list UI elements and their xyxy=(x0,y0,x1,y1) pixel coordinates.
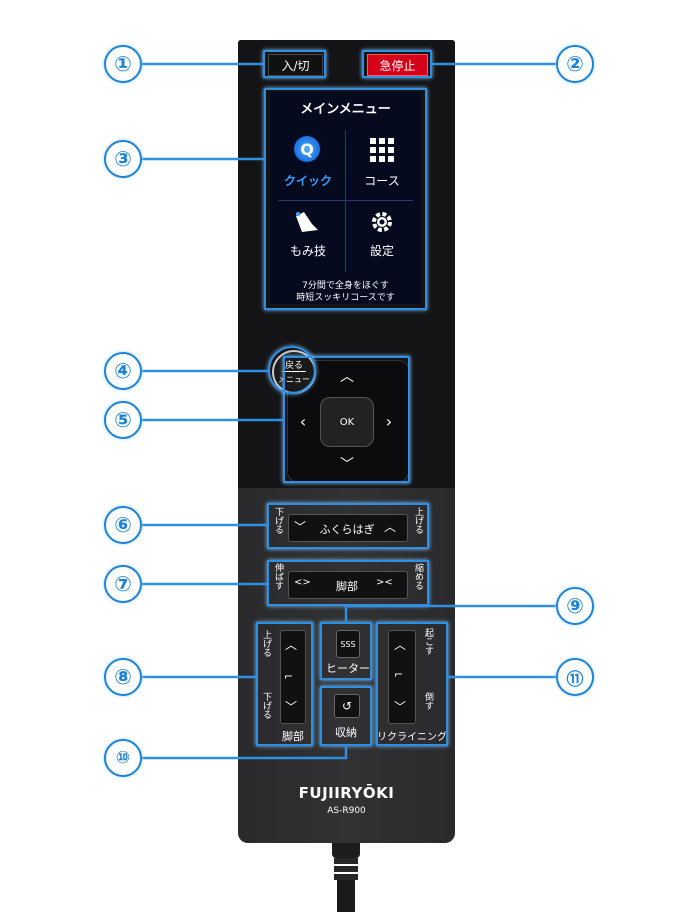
lcd-screen: メインメニュー Q クイック コース もみ技 設定 7分間で全身をほぐす 時短ス… xyxy=(270,92,421,304)
callout-box-5 xyxy=(283,356,410,483)
callout-box-1 xyxy=(263,50,326,78)
storage-label: 収納 xyxy=(335,726,357,739)
leg-label: 脚部 xyxy=(336,580,358,593)
callout-number-8: ⑧ xyxy=(104,658,142,696)
recline-down-label: 倒す xyxy=(423,692,433,710)
emergency-stop-button[interactable]: 急停止 xyxy=(367,54,428,76)
rotate-icon: ↺ xyxy=(341,699,353,713)
callout-box-2 xyxy=(362,50,432,78)
calf-lower-label: 下げる xyxy=(273,507,283,534)
calf-down-button[interactable]: ﹀ xyxy=(294,520,307,534)
recline-strip xyxy=(388,630,416,724)
heater-label: ヒーター xyxy=(326,662,370,675)
power-cable xyxy=(326,838,366,912)
callout-box-11 xyxy=(376,622,448,746)
footrest-lower-label: 下げる xyxy=(261,692,271,719)
callout-number-6: ⑥ xyxy=(104,506,142,544)
quick-icon[interactable]: Q xyxy=(294,136,320,162)
brand-logo: FUJIIRYŌKI xyxy=(298,784,395,802)
up-arrow-button[interactable]: ︿ xyxy=(340,369,354,385)
massage-technique-icon[interactable] xyxy=(292,210,320,234)
callout-number-7: ⑦ xyxy=(104,565,142,603)
callout-circle-4 xyxy=(268,346,316,394)
footrest-raise-label: 上げる xyxy=(261,630,271,657)
leg-strip xyxy=(288,571,408,599)
recline-down-button[interactable]: ﹀ xyxy=(394,700,407,714)
footrest-strip xyxy=(280,630,306,724)
ok-button[interactable]: OK xyxy=(320,397,374,447)
callout-box-6 xyxy=(267,503,429,549)
callout-number-10: ⑩ xyxy=(104,739,142,777)
heater-button[interactable]: SSS xyxy=(336,630,360,658)
footrest-leg-icon: ⌐ xyxy=(284,670,294,683)
leg-extend-button[interactable]: <> xyxy=(294,577,311,588)
emergency-stop-label: 急停止 xyxy=(379,58,416,73)
callout-number-5: ⑤ xyxy=(104,401,142,439)
callout-number-4: ④ xyxy=(104,352,142,390)
right-arrow-button[interactable]: › xyxy=(385,412,393,431)
callout-box-10 xyxy=(320,686,372,746)
recline-up-label: 起こす xyxy=(423,628,433,655)
footrest-label: 脚部 xyxy=(282,730,304,743)
grid-divider-vertical xyxy=(345,130,346,272)
storage-button[interactable]: ↺ xyxy=(334,694,360,718)
screen-description-line1: 7分間で全身をほぐす xyxy=(302,281,389,291)
grid-divider-horizontal xyxy=(278,200,413,201)
course-icon[interactable] xyxy=(370,138,394,162)
footrest-up-button[interactable]: ︿ xyxy=(285,638,298,652)
recline-up-button[interactable]: ︿ xyxy=(394,638,407,652)
down-arrow-button[interactable]: ﹀ xyxy=(340,457,354,473)
power-button-label: 入/切 xyxy=(281,58,310,73)
callout-box-9 xyxy=(320,622,372,680)
leg-extend-label: 伸ばす xyxy=(273,563,283,590)
power-button[interactable]: 入/切 xyxy=(268,54,323,76)
leg-retract-label: 縮める xyxy=(413,563,423,590)
calf-raise-label: 上げる xyxy=(413,507,423,534)
gear-icon[interactable] xyxy=(370,210,394,234)
calf-strip xyxy=(288,514,408,542)
massage-technique-label: もみ技 xyxy=(289,244,326,258)
screen-description-line2: 時短スッキリコースです xyxy=(296,293,395,303)
calf-up-button[interactable]: ︿ xyxy=(384,520,397,534)
callout-box-3 xyxy=(264,88,427,310)
recline-seat-icon: ⌐ xyxy=(394,668,404,681)
left-arrow-button[interactable]: ‹ xyxy=(299,412,307,431)
callout-number-1: ① xyxy=(104,45,142,83)
footrest-down-button[interactable]: ﹀ xyxy=(285,700,298,714)
model-number: AS-R900 xyxy=(327,806,366,816)
screen-title: メインメニュー xyxy=(300,102,391,117)
callout-number-9: ⑨ xyxy=(556,587,594,625)
quick-label: クイック xyxy=(283,174,332,188)
recline-label: リクライニング xyxy=(377,732,447,743)
callout-number-2: ② xyxy=(556,45,594,83)
callout-number-11: ⑪ xyxy=(556,658,594,696)
callout-number-3: ③ xyxy=(104,140,142,178)
course-label: コース xyxy=(364,174,400,188)
callout-box-8 xyxy=(256,622,313,746)
heater-icon: SSS xyxy=(340,639,356,649)
calf-label: ふくらはぎ xyxy=(319,523,375,536)
leg-retract-button[interactable]: >< xyxy=(376,577,393,588)
settings-label: 設定 xyxy=(369,244,394,258)
ok-label: OK xyxy=(339,416,355,428)
